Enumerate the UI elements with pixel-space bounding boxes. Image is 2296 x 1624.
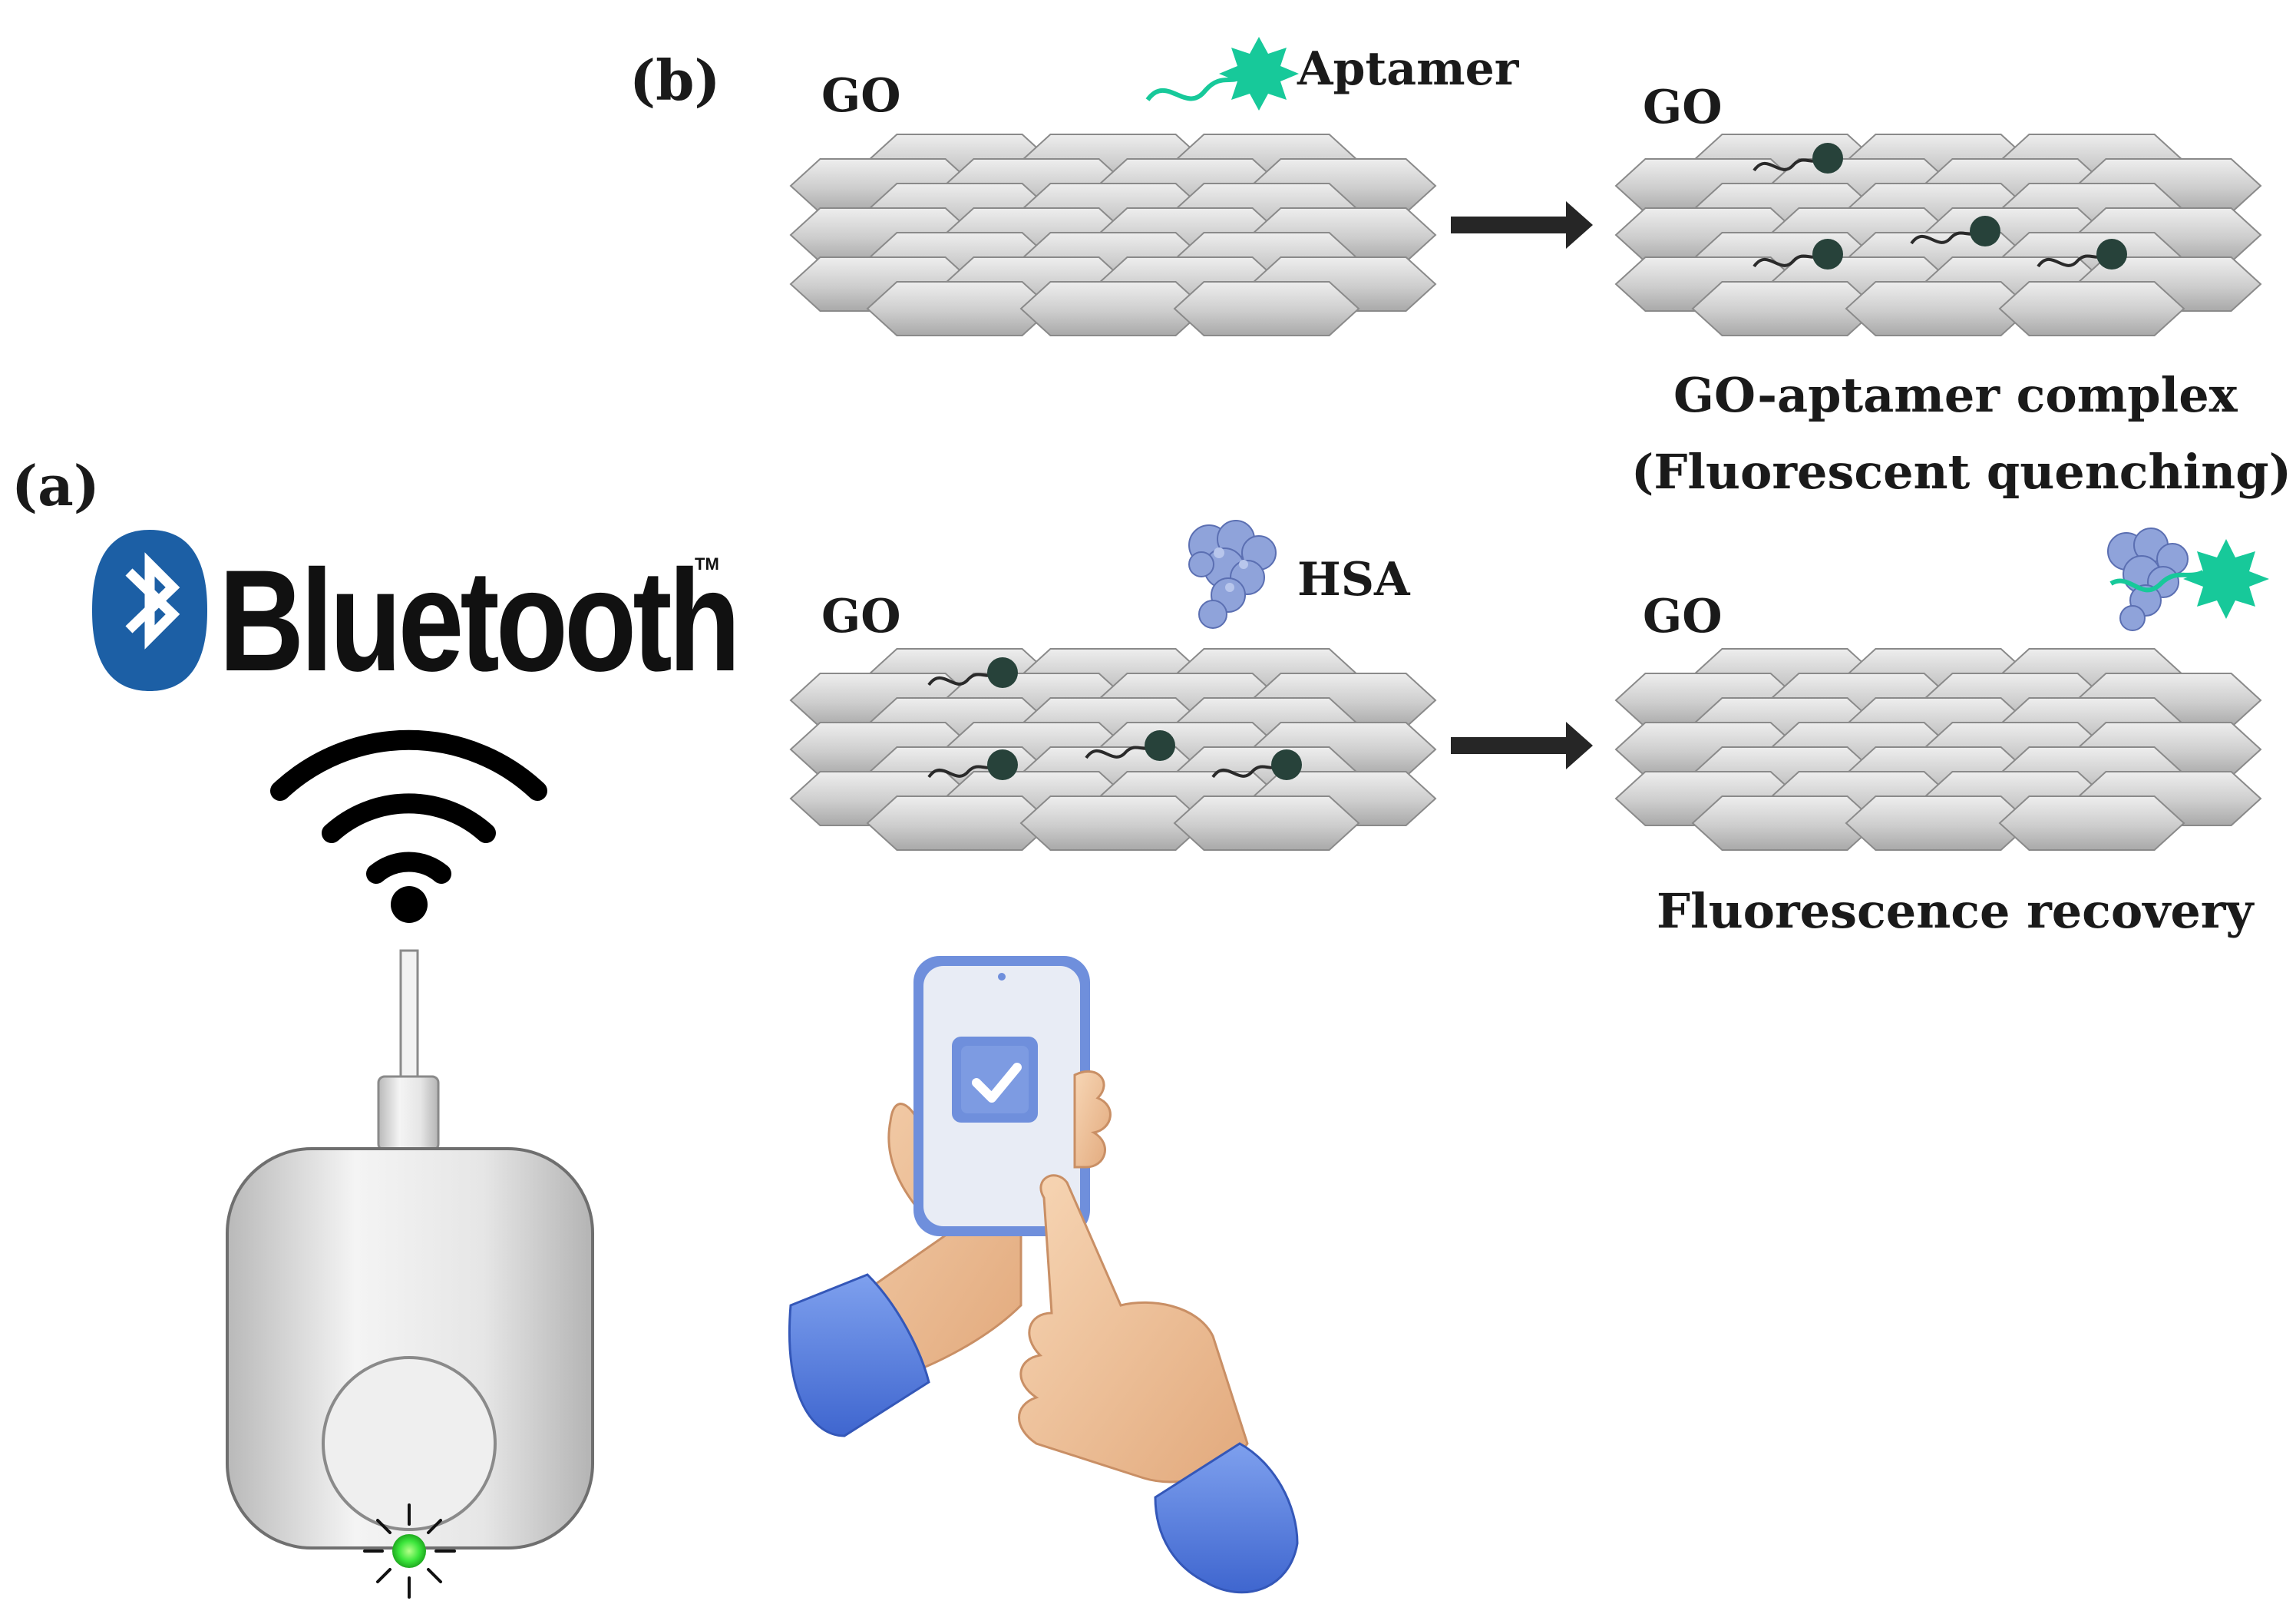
aptamer-label: Aptamer (1297, 42, 1519, 96)
quenched-fluorophore (1812, 239, 1843, 270)
aptamer-strand (1753, 158, 1820, 172)
go-hexagon (1173, 795, 1360, 851)
aptamer-strand (1211, 765, 1279, 779)
go-sheet-4 (1614, 648, 2262, 851)
bluetooth-wordmark: Bluetooth (219, 540, 741, 701)
go-label-1: GO (821, 69, 901, 123)
go-sheets (789, 134, 2262, 851)
aptamer-strand (1753, 254, 1820, 268)
quenched-fluorophore (1271, 749, 1302, 780)
caption-quenching: (Fluorescent quenching) (1631, 444, 2291, 500)
aptamer-strand (927, 765, 995, 779)
quenched-fluorophore (1145, 730, 1175, 761)
hsa-protein-icon (1188, 520, 1277, 629)
wifi-icon (270, 729, 547, 884)
hsa-aptamer-complex-icon (2107, 528, 2269, 631)
caption-recovery: Fluorescence recovery (1657, 883, 2254, 939)
phone-hands-illustration (788, 956, 1299, 1594)
wifi-dot (391, 886, 428, 923)
go-label-2: GO (1643, 81, 1723, 134)
arrow-bottom (1451, 722, 1593, 769)
go-sheet-2 (1614, 134, 2262, 336)
arrow-top (1451, 201, 1593, 249)
quenched-fluorophore (1970, 216, 2000, 246)
quenched-fluorophore (987, 749, 1018, 780)
go-hexagon (1998, 281, 2185, 336)
panel-b-label: (b) (629, 48, 721, 113)
go-sheet-3 (789, 648, 1437, 851)
go-hexagon (1998, 795, 2185, 851)
aptamer-icon (1145, 37, 1299, 111)
trademark-mark: TM (695, 554, 719, 574)
aptamer-strand (1910, 231, 1977, 245)
go-label-3: GO (821, 590, 901, 643)
sensor-device (226, 949, 594, 1550)
caption-complex: GO-aptamer complex (1673, 367, 2238, 423)
bluetooth-icon (92, 530, 207, 691)
aptamer-strand (1085, 746, 1152, 759)
go-label-4: GO (1643, 590, 1723, 643)
quenched-fluorophore (1812, 143, 1843, 174)
aptamer-strand (2037, 254, 2104, 268)
panel-a-label: (a) (12, 453, 100, 518)
quenched-fluorophore (2096, 239, 2127, 270)
aptamer-strand (927, 673, 995, 686)
fluorophore-icon (1219, 37, 1299, 111)
go-sheet-1 (789, 134, 1437, 336)
check-icon (972, 1063, 1022, 1103)
go-hexagon (1173, 281, 1360, 336)
hsa-label: HSA (1297, 553, 1410, 607)
quenched-fluorophore (987, 657, 1018, 688)
led-indicator-icon (363, 1503, 456, 1599)
